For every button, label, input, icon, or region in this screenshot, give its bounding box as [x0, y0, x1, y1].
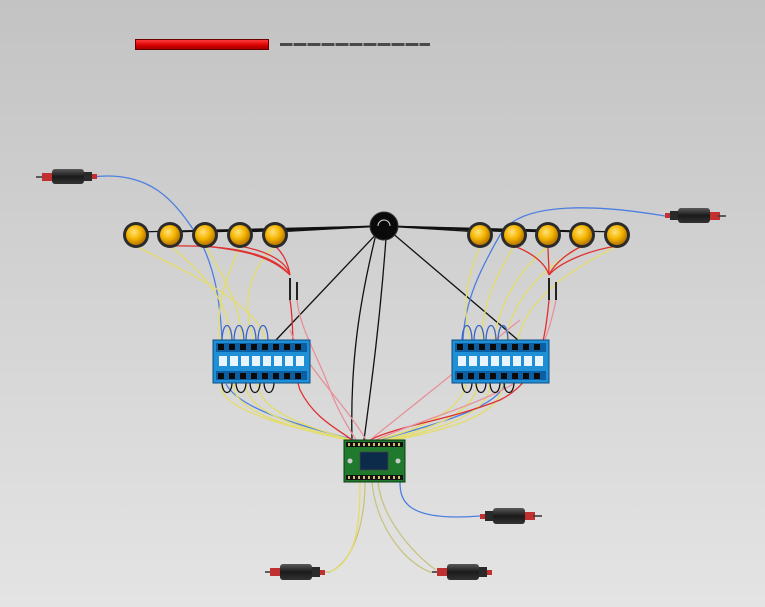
microcontroller-board[interactable] [343, 439, 406, 483]
bottom-center-connector[interactable] [432, 564, 492, 580]
led-icon [569, 222, 595, 248]
bottom-left-connector[interactable] [265, 564, 325, 580]
led-icon [604, 222, 630, 248]
top-right-connector[interactable] [665, 208, 726, 223]
led-icon [227, 222, 253, 248]
led-icon [123, 222, 149, 248]
inline-fuses [289, 278, 557, 300]
led-icon [535, 222, 561, 248]
bottom-right-connector[interactable] [480, 508, 542, 524]
led-icon [262, 222, 288, 248]
status-red-bar [135, 39, 269, 50]
olive-wires [320, 481, 437, 573]
right-leds [467, 222, 630, 248]
relay-loop-wires-right [461, 324, 509, 343]
led-icon [467, 222, 493, 248]
led-icon [501, 222, 527, 248]
left-leds [123, 222, 288, 248]
relay-bottom-loops [221, 381, 515, 394]
right-relay-board[interactable] [451, 339, 550, 384]
black-junction-hub[interactable] [369, 211, 399, 241]
red-wires [169, 245, 618, 441]
left-relay-board[interactable] [212, 339, 311, 384]
top-left-connector[interactable] [36, 169, 97, 184]
progress-dash-bar [280, 43, 430, 46]
led-icon [192, 222, 218, 248]
yellow-wires-right [371, 245, 618, 443]
relay-loop-wires-left [221, 324, 269, 343]
led-icon [157, 222, 183, 248]
